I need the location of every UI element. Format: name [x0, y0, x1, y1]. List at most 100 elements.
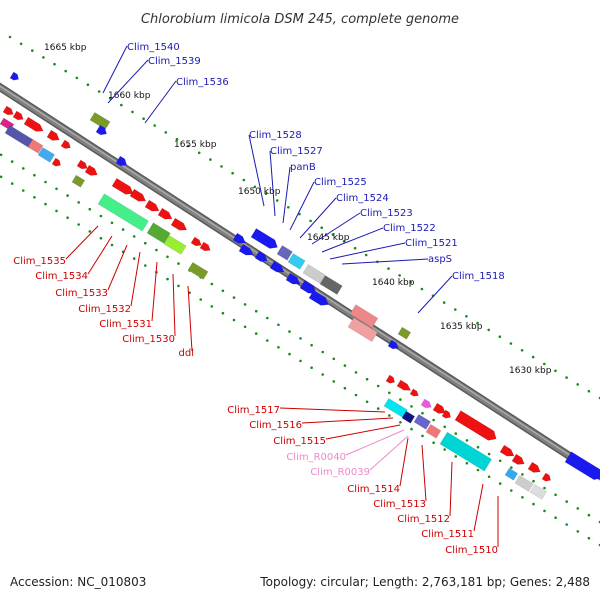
- track-dot: [254, 309, 258, 313]
- gene-arrow: [396, 379, 412, 391]
- gene-feature: [285, 272, 301, 285]
- gene-arrow: [76, 159, 88, 170]
- track-dot: [398, 274, 401, 277]
- gene-arrow: [269, 260, 285, 273]
- gene-block: [413, 413, 431, 430]
- gene-feature: [269, 260, 285, 273]
- track-dot: [243, 303, 247, 306]
- track-dot: [232, 296, 236, 299]
- gene-block: [163, 235, 187, 255]
- upper-gene-label: Clim_1522: [383, 223, 436, 234]
- gene-feature: [514, 474, 534, 492]
- scale-tick-label: 1630 kbp: [509, 366, 552, 376]
- track-dot: [420, 287, 424, 291]
- track-dot: [144, 241, 147, 245]
- track-dot: [543, 362, 546, 366]
- track-dot: [376, 407, 380, 410]
- gene-block: [401, 410, 416, 424]
- gene-feature: [420, 398, 432, 409]
- track-dot: [454, 308, 457, 311]
- gene-feature: [12, 110, 24, 121]
- track-dot: [66, 216, 69, 219]
- track-dot: [342, 240, 346, 243]
- track-dot: [432, 441, 435, 445]
- upper-label-leader: [341, 258, 429, 265]
- lower-label-leader: [187, 285, 193, 352]
- track-dot: [409, 280, 413, 284]
- gene-feature: [302, 264, 326, 284]
- track-dot: [587, 536, 591, 540]
- lower-gene-label: Clim_1516: [249, 420, 302, 431]
- track-dot: [509, 342, 513, 345]
- track-dot: [144, 264, 147, 267]
- upper-label-leader: [321, 227, 384, 253]
- track-dot: [66, 194, 69, 197]
- track-dot: [332, 380, 336, 383]
- gene-arrow: [420, 398, 432, 409]
- track-dot: [153, 124, 156, 127]
- track-dot: [465, 439, 469, 442]
- lower-label-leader: [130, 251, 141, 307]
- lower-gene-label: Clim_1533: [55, 288, 108, 299]
- lower-gene-label: Clim_1535: [13, 256, 66, 267]
- upper-label-leader: [102, 45, 128, 94]
- upper-gene-label: Clim_1527: [270, 146, 323, 157]
- track-dot: [587, 513, 591, 517]
- track-dot: [465, 461, 469, 465]
- gene-feature: [499, 444, 515, 457]
- track-dot: [443, 425, 447, 429]
- gene-arrow: [409, 388, 419, 397]
- lower-gene-labels: Clim_1535Clim_1534Clim_1533Clim_1532Clim…: [13, 225, 499, 556]
- gene-feature: [401, 410, 416, 424]
- track-dot: [44, 202, 47, 206]
- gene-feature: [2, 105, 14, 116]
- track-dot: [97, 90, 101, 93]
- track-dot: [166, 277, 169, 281]
- gene-feature: [287, 253, 306, 270]
- gene-arrow: [285, 272, 301, 285]
- gene-feature: [425, 423, 442, 439]
- track-dot: [554, 493, 557, 497]
- track-dot: [88, 230, 92, 233]
- gene-block: [27, 138, 44, 154]
- gene-feature: [170, 217, 188, 231]
- gene-block: [146, 222, 171, 244]
- track-dot: [44, 180, 47, 184]
- track-dot: [131, 110, 134, 114]
- track-dot: [321, 350, 325, 354]
- lower-label-leader: [369, 435, 409, 471]
- gene-block: [425, 423, 442, 439]
- track-dot: [232, 318, 236, 322]
- track-dot: [554, 369, 557, 373]
- gene-block: [514, 474, 534, 492]
- track-dot: [487, 452, 491, 456]
- upper-label-leader: [329, 242, 406, 260]
- lower-label-leader: [151, 261, 158, 322]
- track-dot: [364, 253, 368, 257]
- accession-text: Accession: NC_010803: [10, 575, 146, 589]
- upper-gene-label: Clim_1523: [360, 208, 413, 219]
- track-dot: [521, 496, 524, 499]
- track-dot: [454, 455, 458, 458]
- gene-arrow: [564, 451, 600, 481]
- track-dot: [388, 391, 391, 395]
- gene-feature: [529, 483, 547, 500]
- track-dot: [8, 35, 12, 39]
- gene-block: [397, 326, 412, 340]
- gene-arrow: [12, 110, 24, 121]
- gene-feature: [527, 461, 541, 473]
- track-dot: [243, 325, 247, 329]
- track-dot: [321, 373, 325, 376]
- lower-label-leader: [345, 429, 405, 456]
- gene-feature: [439, 431, 492, 472]
- track-dot: [221, 311, 225, 315]
- lower-label-leader: [87, 235, 113, 275]
- lower-label-leader: [279, 407, 386, 413]
- gene-arrow: [199, 241, 211, 252]
- track-dot: [476, 468, 480, 472]
- track-dot: [476, 445, 480, 449]
- upper-label-leader: [269, 150, 276, 217]
- gene-feature: [232, 232, 246, 244]
- lower-label-leader: [399, 437, 409, 487]
